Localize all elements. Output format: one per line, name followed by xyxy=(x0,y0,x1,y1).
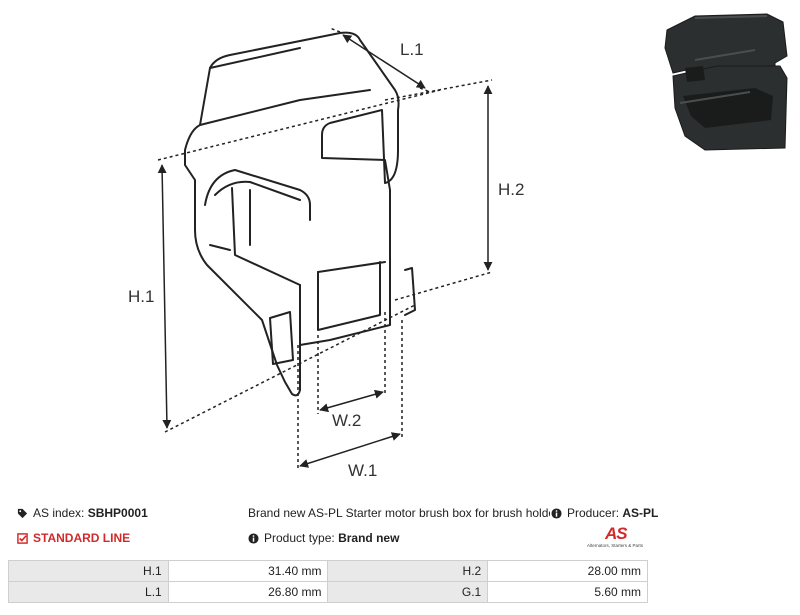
spec-value: 28.00 mm xyxy=(487,560,648,582)
table-row: L.1 26.80 mm G.1 5.60 mm xyxy=(8,581,648,603)
dim-label-w2: W.2 xyxy=(332,411,361,430)
spec-label: L.1 xyxy=(8,581,169,603)
info-icon xyxy=(248,532,259,544)
dim-label-h2: H.2 xyxy=(498,180,524,199)
as-index: AS index: SBHP0001 xyxy=(17,506,148,520)
logo-text: AS xyxy=(605,524,628,543)
product-type-value: Brand new xyxy=(338,531,400,545)
logo-tagline: Alternators, Starters & Parts xyxy=(587,543,644,548)
description-text: Brand new AS-PL Starter motor brush box … xyxy=(248,506,550,520)
description: Brand new AS-PL Starter motor brush box … xyxy=(248,506,550,520)
standard-line: STANDARD LINE xyxy=(17,531,130,545)
product-type-label: Product type: xyxy=(264,531,335,545)
technical-drawing: L.1 H.1 H.2 W.1 W.2 xyxy=(128,27,524,480)
as-index-value: SBHP0001 xyxy=(87,506,148,520)
producer-value: AS-PL xyxy=(622,506,659,520)
dim-label-h1: H.1 xyxy=(128,287,154,306)
part-outline xyxy=(184,31,400,397)
spec-label: H.1 xyxy=(8,560,169,582)
dim-label-l1: L.1 xyxy=(400,40,424,59)
standard-line-label: STANDARD LINE xyxy=(33,531,131,545)
product-photo xyxy=(655,8,795,153)
spec-label: G.1 xyxy=(327,581,489,603)
product-type: Product type: Brand new xyxy=(248,531,399,545)
info-icon xyxy=(551,507,562,519)
spec-label: H.2 xyxy=(327,560,489,582)
tag-icon xyxy=(17,508,28,518)
as-index-label: AS index: xyxy=(33,506,85,520)
as-logo: AS Alternators, Starters & Parts xyxy=(587,524,649,552)
producer-label: Producer: xyxy=(567,506,620,520)
checkbox-checked-icon xyxy=(17,532,28,544)
table-row: H.1 31.40 mm H.2 28.00 mm xyxy=(8,560,648,582)
spec-value: 5.60 mm xyxy=(487,581,648,603)
spec-value: 26.80 mm xyxy=(167,581,329,603)
producer: Producer: AS-PL xyxy=(551,506,658,520)
spec-value: 31.40 mm xyxy=(167,560,329,582)
dim-label-w1: W.1 xyxy=(348,461,377,480)
specs-table: H.1 31.40 mm H.2 28.00 mm L.1 26.80 mm G… xyxy=(8,560,648,603)
